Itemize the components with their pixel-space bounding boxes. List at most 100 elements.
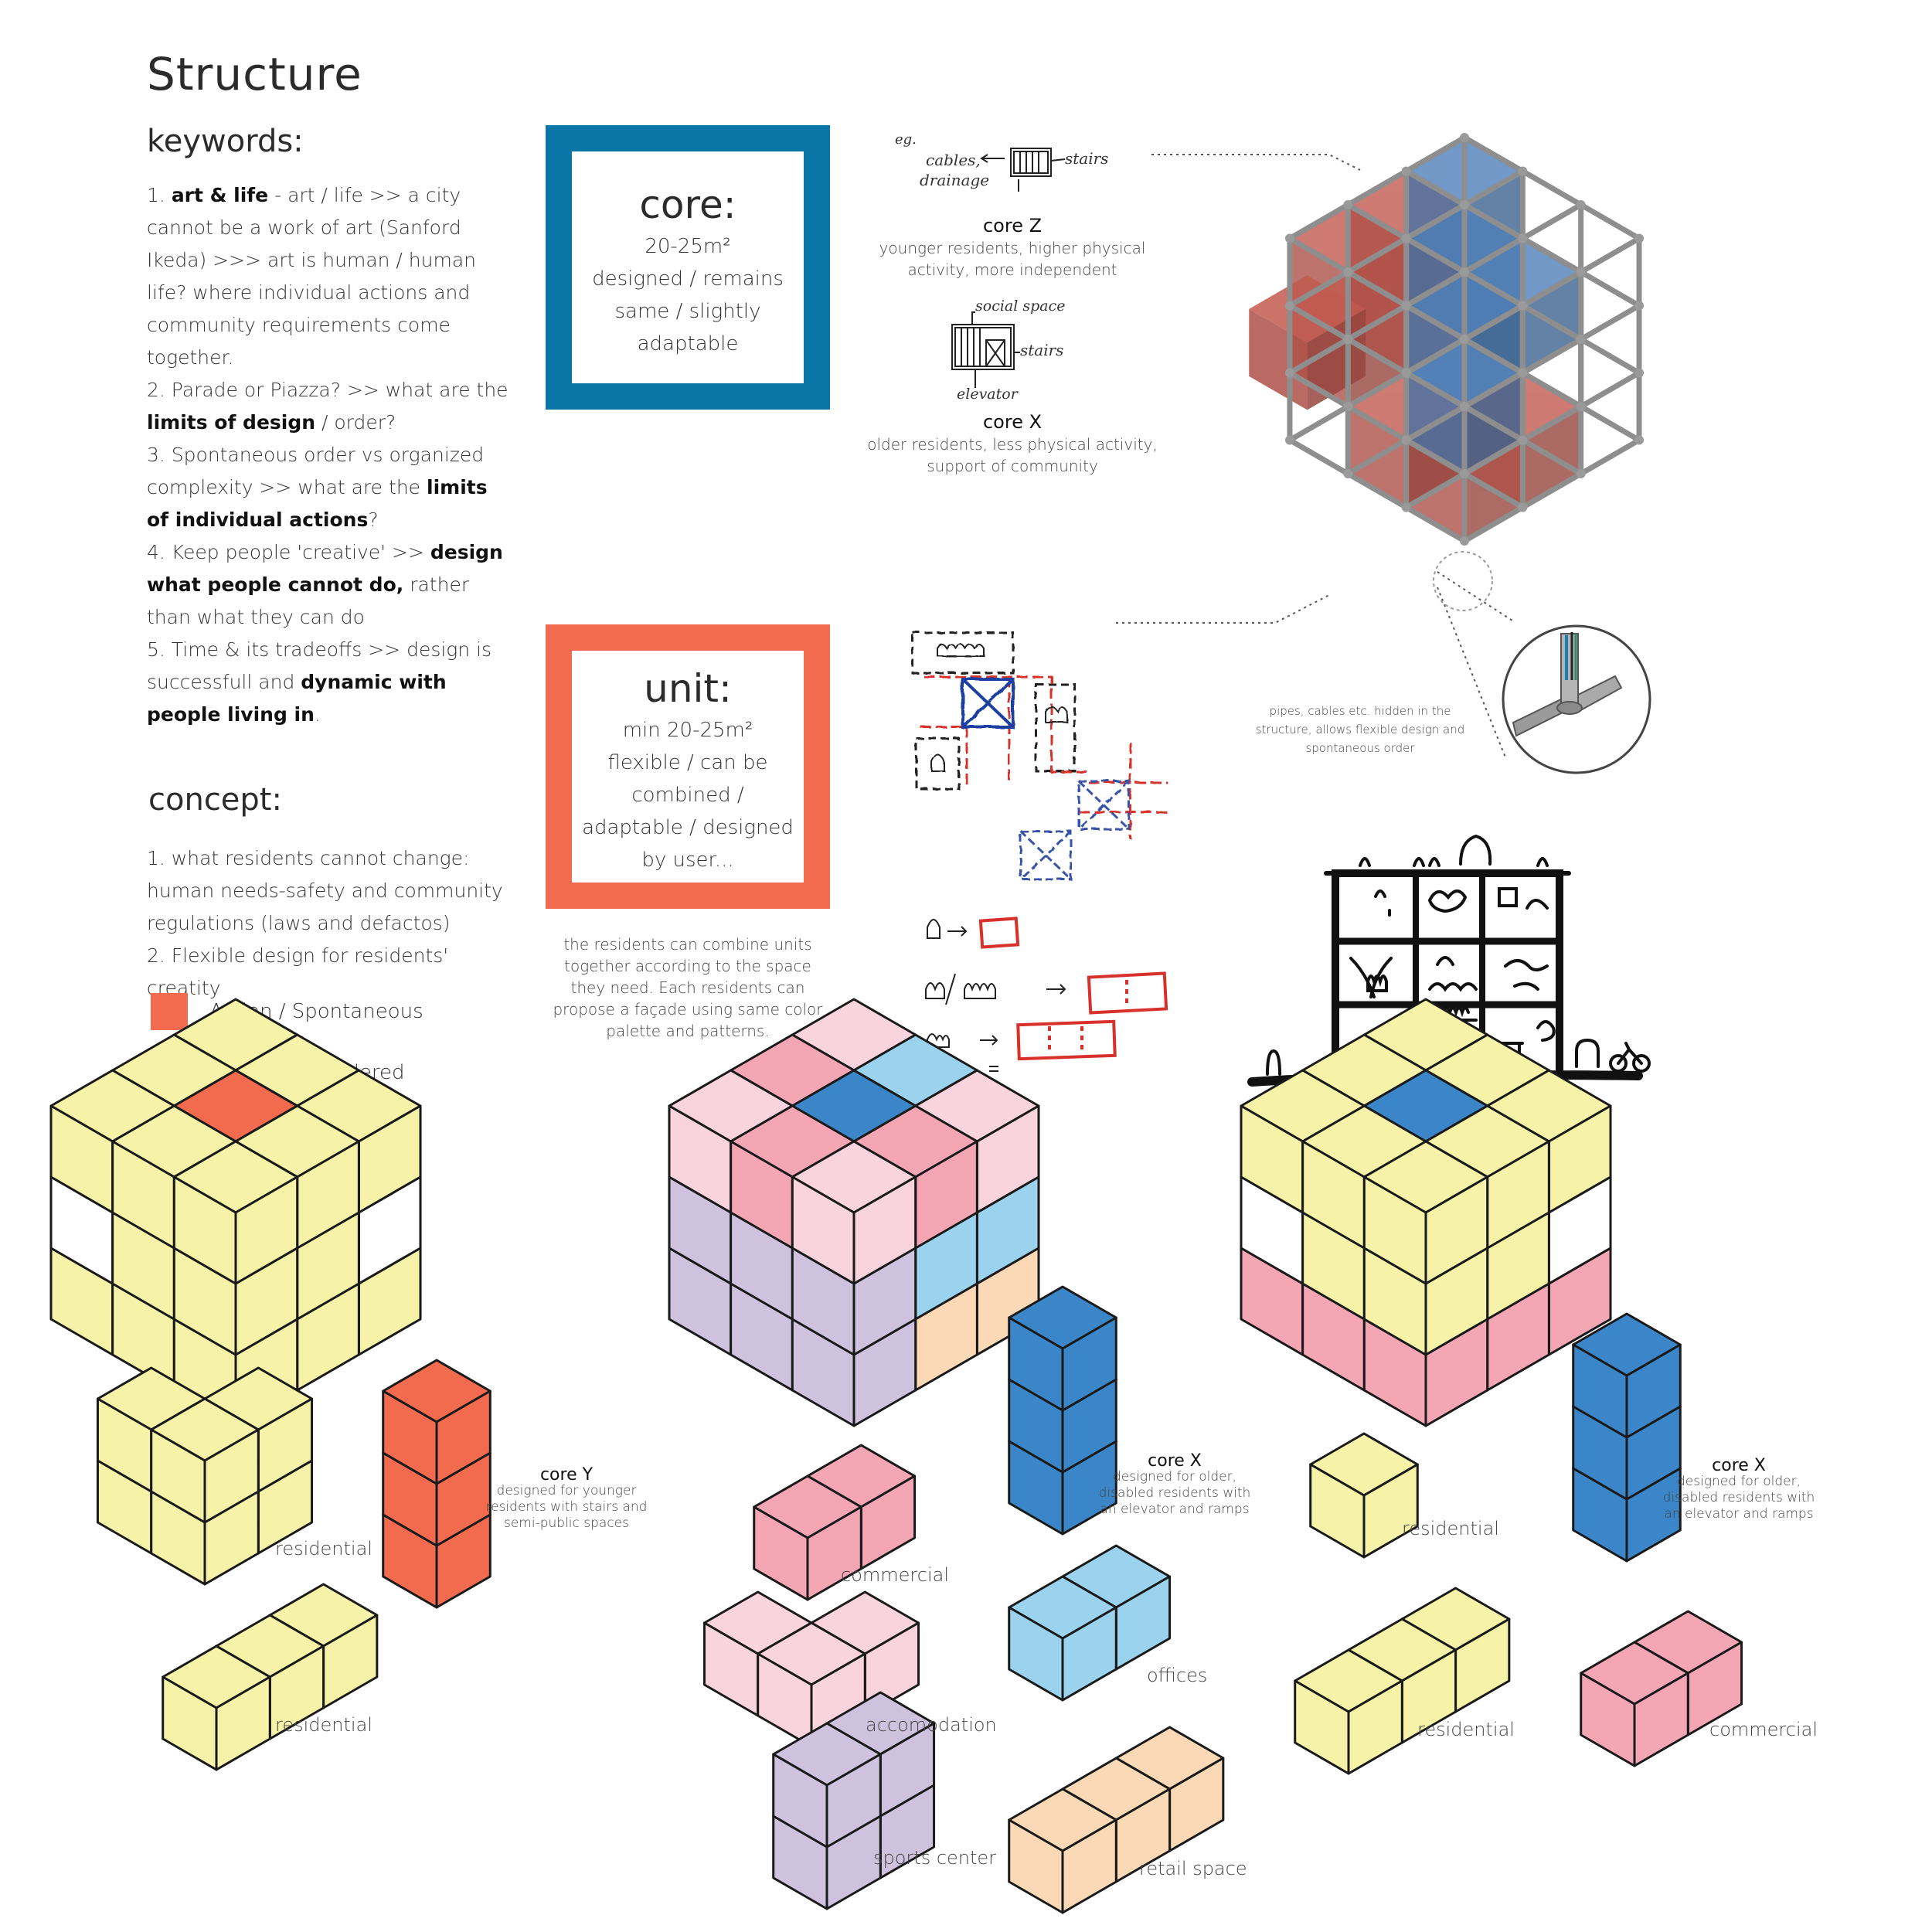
sketch-note-cables: cables, [926, 151, 981, 169]
keyword-item: 2. Parade or Piazza? >> what are the lim… [147, 374, 510, 439]
scheme2-core-caption: core X designed for older, disabled resi… [1097, 1453, 1252, 1518]
frame-members [1287, 134, 1642, 544]
module-cell [1294, 1648, 1403, 1775]
cantilever-unit-volume [1249, 275, 1366, 410]
sketch-note-social: social space [975, 298, 1065, 315]
pipe-joint-detail [1502, 624, 1651, 774]
concept-item: 1. what residents cannot change: human n… [147, 847, 503, 934]
leader-lines [1116, 154, 1515, 758]
module-core-y [382, 1359, 492, 1609]
core-definition-box: core: 20-25m² designed / remains same / … [546, 125, 830, 410]
module-residential-a [96, 1366, 314, 1586]
core-z-desc: younger residents, higher physical activ… [879, 239, 1146, 279]
scheme3-core-caption: core X designed for older, disabled resi… [1662, 1458, 1816, 1522]
module-cell [1580, 1641, 1689, 1767]
scheme1-residential-b-label: residential [275, 1714, 372, 1736]
module-cell [772, 1722, 882, 1849]
module-cell [1008, 1787, 1117, 1914]
keywords-list: 1. art & life - art / life >> a city can… [147, 179, 510, 731]
module-core-x-b [1572, 1312, 1682, 1563]
core-box-line: 20-25m² [645, 235, 731, 258]
module-commercial-b [1580, 1610, 1743, 1767]
unit-caption: the residents can combine units together… [553, 935, 823, 1040]
module-cell [753, 1475, 862, 1601]
core-z-plan [980, 148, 1066, 192]
core-desc: designed for younger residents with stai… [485, 1483, 648, 1531]
keyword-item: 3. Spontaneous order vs organized comple… [147, 439, 510, 536]
sketch-note-elevator: elevator [957, 386, 1019, 403]
keyword-text: 4. Keep people 'creative' >> [147, 541, 430, 563]
unit-box-line: flexible / can be [607, 751, 768, 774]
keyword-item: 5. Time & its tradeoffs >> design is suc… [147, 634, 510, 731]
unit-combination-sketch [910, 631, 1167, 880]
core-z-name: core Z [982, 215, 1043, 236]
core-desc: designed for older, disabled residents w… [1098, 1469, 1251, 1517]
core-desc: designed for older, disabled residents w… [1662, 1474, 1815, 1522]
isometric-schemes [49, 998, 1743, 1914]
unit-box-line: combined / [631, 784, 744, 807]
core-name: core X [1148, 1451, 1202, 1471]
module-residential-d [1294, 1587, 1511, 1775]
core-name: core X [1712, 1456, 1766, 1475]
module-offices [1008, 1544, 1172, 1702]
module-cell [1572, 1312, 1682, 1439]
module-core-x [1008, 1285, 1117, 1536]
module-cell [150, 1397, 260, 1524]
keyword-text: 1. [147, 184, 172, 206]
unit-box-line: min 20-25m² [622, 719, 753, 742]
core-x-caption: core X older residents, less physical ac… [866, 411, 1159, 477]
unit-size-sketch [925, 917, 1168, 1072]
module-sports [772, 1691, 936, 1910]
unit-box-line: by user... [641, 849, 734, 872]
scheme3-residential-b-label: residential [1417, 1719, 1515, 1740]
keyword-text: 5. Time & its tradeoffs >> design is suc… [147, 638, 492, 693]
scheme1-core-caption: core Y designed for younger residents wi… [485, 1467, 648, 1532]
page-title: Structure [147, 48, 362, 100]
concept-heading: concept: [148, 782, 282, 818]
core-z-sketch: eg. cables, drainage stairs [895, 131, 1108, 192]
keywords-heading: keywords: [147, 124, 304, 159]
scheme2-accomodation-label: accomodation [866, 1714, 997, 1736]
scheme2-sports-label: sports center [873, 1847, 997, 1869]
core-box-line: designed / remains [592, 267, 784, 291]
keyword-text: . [314, 703, 321, 726]
keyword-emphasis: design what people cannot do, [147, 541, 503, 596]
scheme-1-cube [49, 998, 422, 1427]
keyword-item: 4. Keep people 'creative' >> design what… [147, 536, 510, 634]
keyword-text: 2. Parade or Piazza? >> what are the [147, 379, 509, 401]
keyword-text: rather than what they can do [147, 573, 470, 628]
core-box-line: adaptable [637, 332, 739, 355]
module-cell [791, 1140, 917, 1285]
module-residential-b [162, 1583, 379, 1771]
scheme3-commercial-label: commercial [1709, 1719, 1818, 1740]
module-commercial [753, 1444, 917, 1601]
keyword-item: 1. art & life - art / life >> a city can… [147, 179, 510, 374]
unit-definition-box: unit: min 20-25m² flexible / can be comb… [546, 624, 830, 909]
core-z-caption: core Z younger residents, higher physica… [866, 215, 1159, 281]
core-name: core Y [539, 1465, 594, 1485]
core-x-plan [951, 311, 1020, 388]
legend-swatch-orange [151, 993, 188, 1030]
scheme2-commercial-label: commercial [841, 1564, 949, 1586]
building-section-sketch [1247, 834, 1651, 1087]
unit-box-title: unit: [644, 666, 732, 711]
module-cell [1309, 1432, 1419, 1559]
module-residential-c [1309, 1432, 1419, 1559]
scheme-3-cube [1240, 998, 1612, 1427]
detail-marker [1433, 551, 1493, 611]
sketch-note-eg: eg. [895, 131, 917, 148]
core-box-line: same / slightly [614, 300, 761, 323]
keyword-emphasis: limits of individual actions [147, 476, 488, 531]
module-cell [1008, 1575, 1117, 1702]
core-x-sketch: social space stairs elevator [951, 298, 1065, 403]
scheme-2-cube [668, 998, 1040, 1427]
scheme2-offices-label: offices [1147, 1665, 1208, 1686]
keyword-emphasis: dynamic with people living in [147, 671, 447, 726]
keyword-text: - art / life >> a city cannot be a work … [147, 184, 477, 369]
scheme3-residential-a-label: residential [1402, 1518, 1499, 1539]
keyword-emphasis: limits of design [147, 411, 316, 434]
keyword-text: ? [368, 509, 379, 531]
module-cell [172, 1140, 299, 1285]
core-x-desc: older residents, less physical activity,… [867, 435, 1158, 475]
